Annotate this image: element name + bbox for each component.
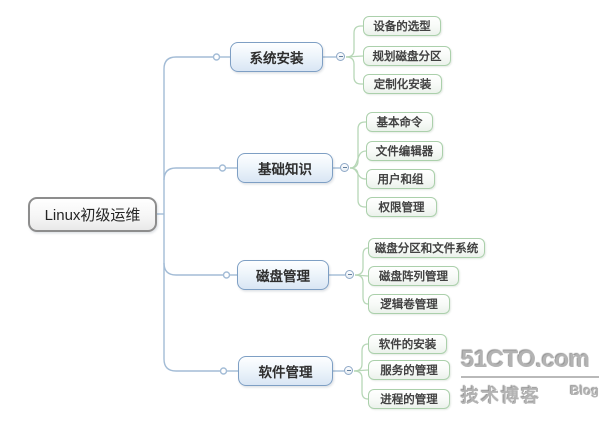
child-line xyxy=(349,167,366,208)
child-node[interactable]: 设备的选型 xyxy=(363,16,441,36)
branch-connector-dot xyxy=(218,164,227,172)
branch-node-basic-knowledge[interactable]: 基础知识 xyxy=(237,153,333,183)
child-node[interactable]: 文件编辑器 xyxy=(366,141,443,161)
watermark-tagline: 技术博客 xyxy=(461,386,541,406)
child-node[interactable]: 用户和组 xyxy=(366,169,435,189)
branch-line-4 xyxy=(163,214,220,372)
branch-line-3 xyxy=(163,262,223,276)
branch-wires xyxy=(156,53,345,375)
child-node[interactable]: 定制化安装 xyxy=(363,74,442,94)
child-line xyxy=(354,247,369,276)
collapse-button[interactable] xyxy=(345,270,354,279)
collapse-button[interactable] xyxy=(340,163,349,172)
child-node[interactable]: 磁盘阵列管理 xyxy=(368,266,459,286)
watermark-subrow: 技术博客 Blog xyxy=(461,382,599,408)
child-node[interactable]: 磁盘分区和文件系统 xyxy=(368,238,485,258)
child-node[interactable]: 逻辑卷管理 xyxy=(368,294,450,314)
child-wires xyxy=(345,25,369,400)
child-node[interactable]: 规划磁盘分区 xyxy=(363,46,451,66)
collapse-button[interactable] xyxy=(344,366,353,375)
branch-line-2 xyxy=(163,167,219,181)
watermark-site-text: 51CTO.com xyxy=(461,346,599,378)
child-line xyxy=(345,56,363,85)
branch-node-disk-management[interactable]: 磁盘管理 xyxy=(237,260,329,290)
child-line xyxy=(349,121,366,169)
child-node[interactable]: 软件的安装 xyxy=(368,334,447,354)
branch-node-system-installation[interactable]: 系统安装 xyxy=(230,42,323,72)
branch-connector-dot xyxy=(219,367,228,375)
child-line xyxy=(354,274,369,305)
child-node[interactable]: 基本命令 xyxy=(366,112,433,132)
watermark: 51CTO.com 技术博客 Blog xyxy=(461,346,599,408)
child-line xyxy=(353,343,369,372)
child-node[interactable]: 进程的管理 xyxy=(368,389,450,409)
watermark-blog-label: Blog xyxy=(570,383,599,398)
child-line xyxy=(353,370,369,400)
root-node[interactable]: Linux初级运维 xyxy=(28,197,157,232)
branch-node-software-management[interactable]: 软件管理 xyxy=(238,356,333,386)
child-node[interactable]: 权限管理 xyxy=(366,197,437,217)
collapse-button[interactable] xyxy=(336,52,345,61)
child-line xyxy=(345,25,363,58)
branch-connector-dot xyxy=(222,271,231,279)
child-node[interactable]: 服务的管理 xyxy=(368,360,450,380)
branch-line-1 xyxy=(163,56,213,214)
branch-connector-dot xyxy=(212,53,221,61)
